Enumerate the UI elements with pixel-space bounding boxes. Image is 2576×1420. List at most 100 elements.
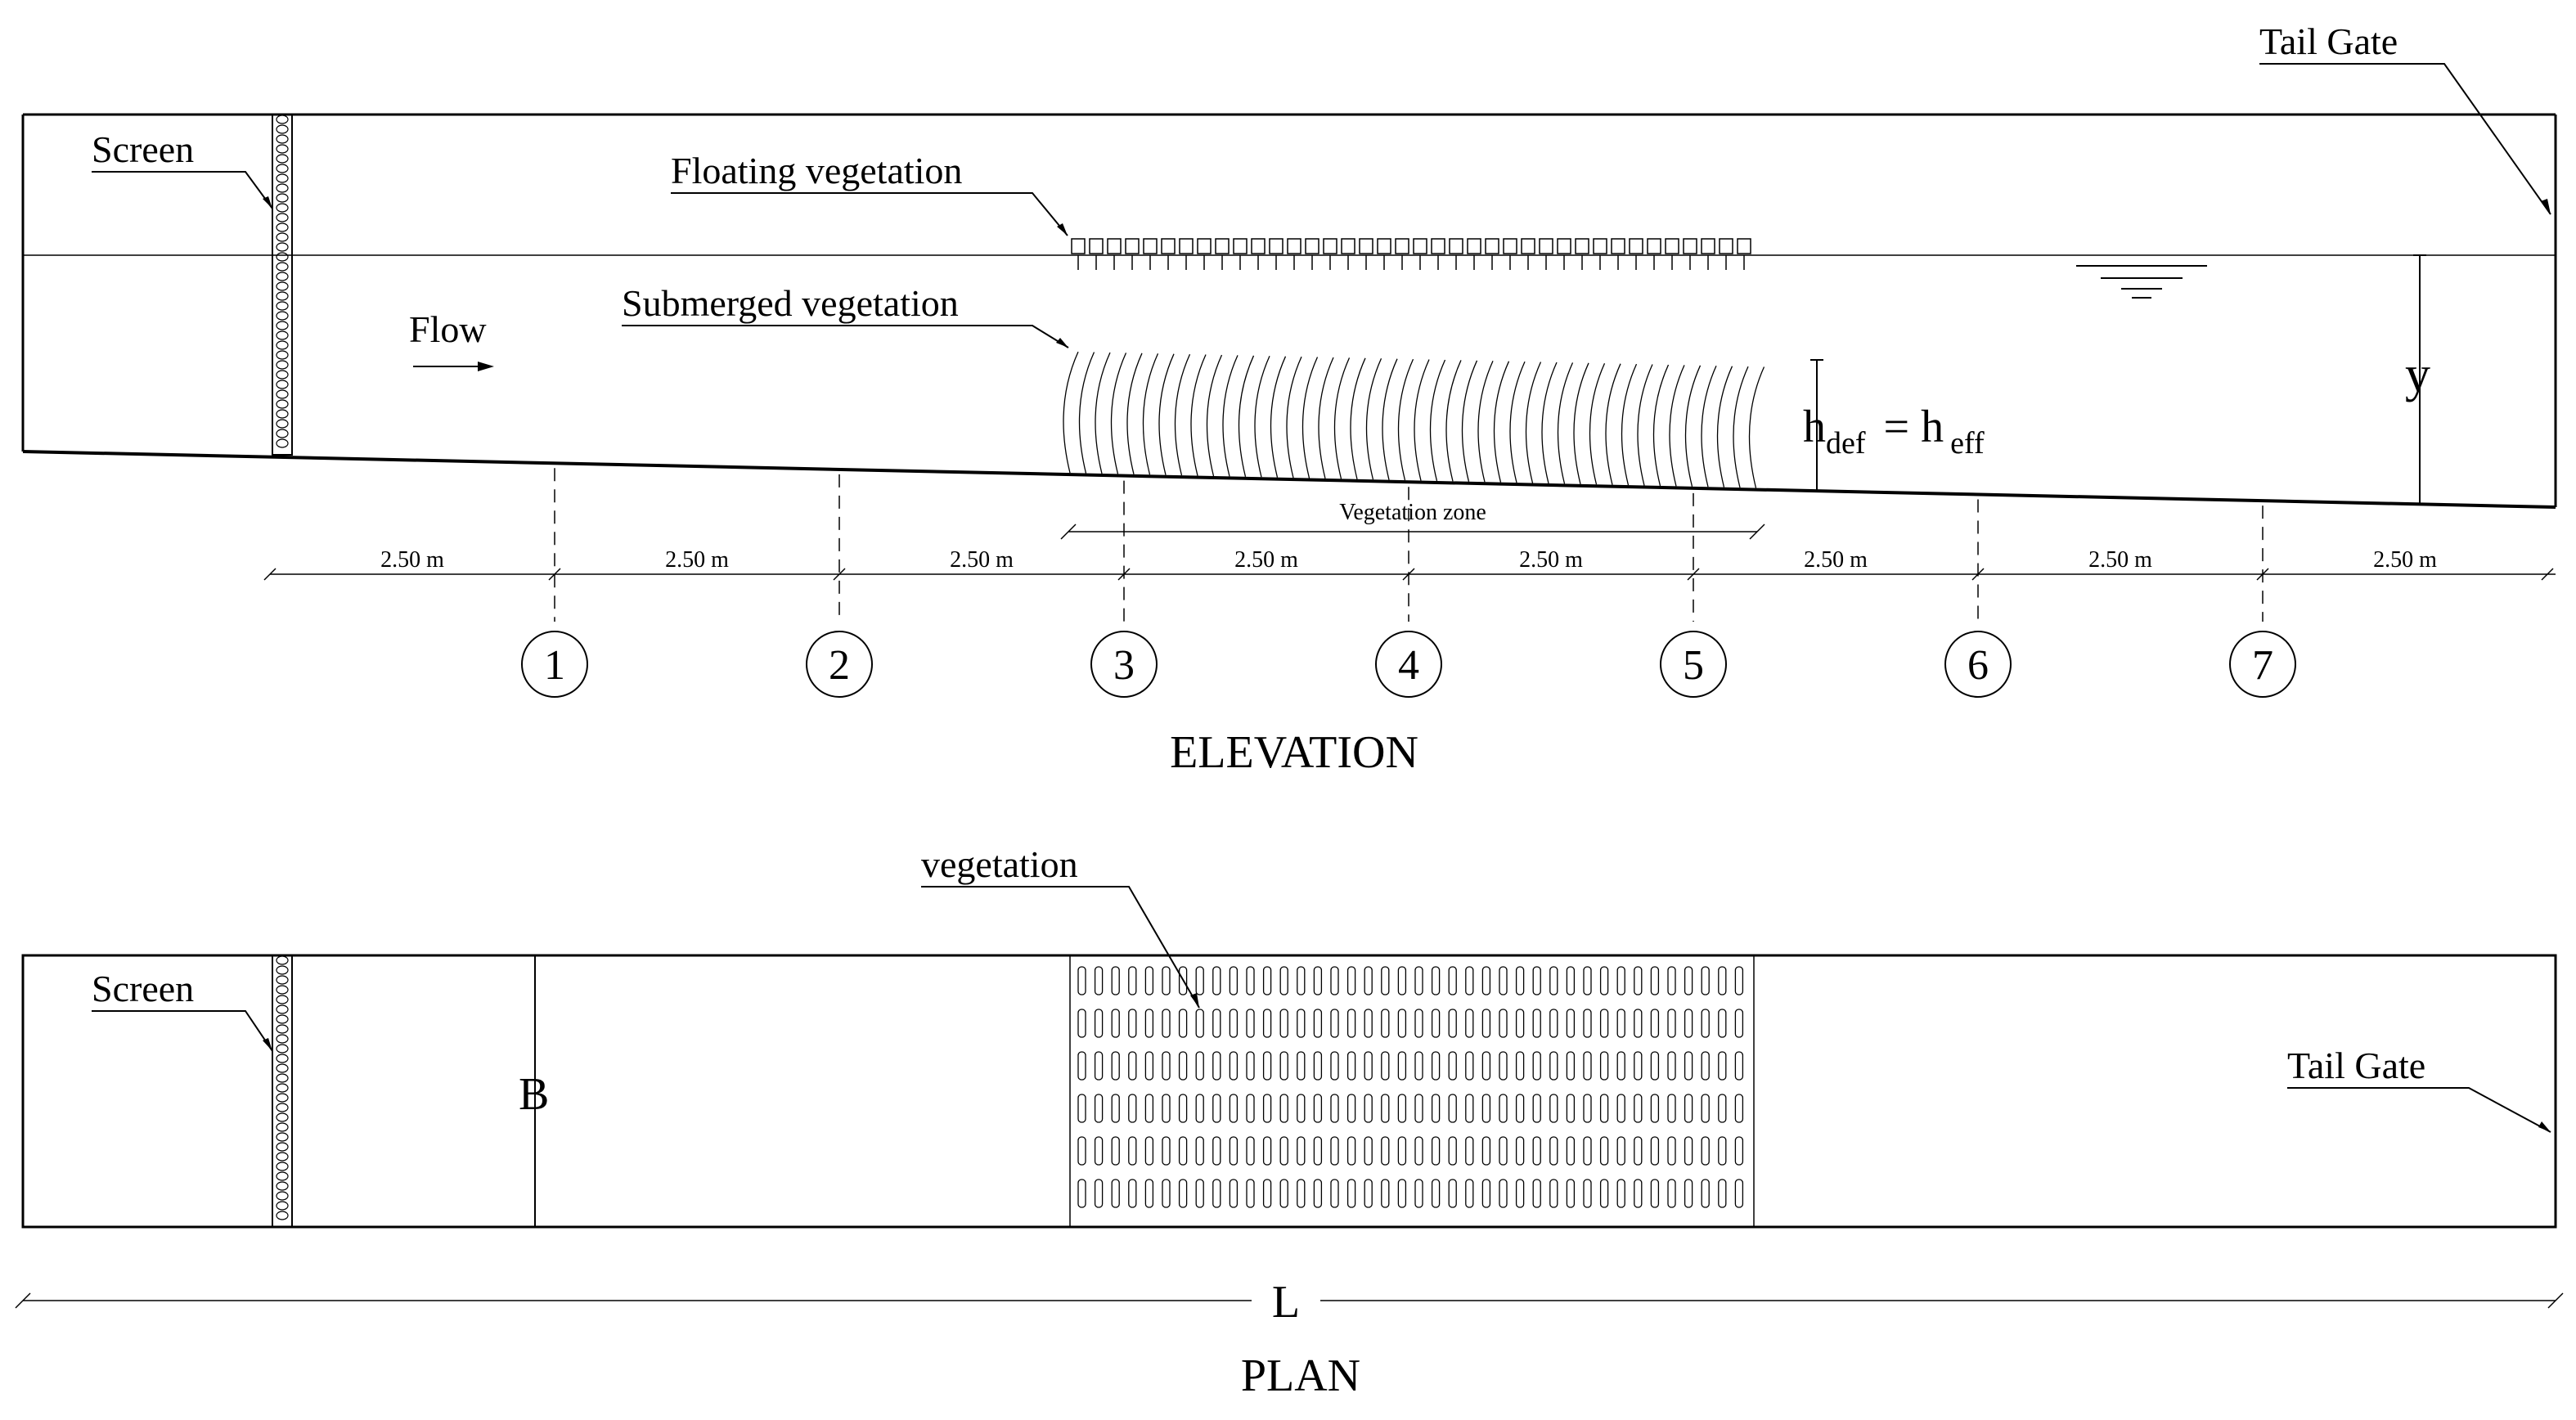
vegetation-stem [1381, 1094, 1390, 1123]
vegetation-stem [1262, 1009, 1272, 1038]
floating-vegetation-label: Floating vegetation [671, 150, 962, 191]
vegetation-stem [1178, 1136, 1188, 1166]
plan-view: Screen vegetation Tail Gate B L [15, 843, 2564, 1401]
vegetation-stem [1414, 1051, 1423, 1081]
vegetation-stem [1397, 966, 1407, 995]
vegetation-stem [1634, 1051, 1643, 1081]
vegetation-zone-label: Vegetation zone [1339, 500, 1486, 525]
vegetation-stem [1448, 1051, 1457, 1081]
vegetation-stem [1650, 1094, 1660, 1123]
vegetation-stem [1616, 1094, 1625, 1123]
screen-mesh-cell [276, 134, 289, 144]
floating-plant [1503, 238, 1517, 254]
screen-mesh-cell [276, 1073, 289, 1083]
spacing-tick [2541, 568, 2554, 581]
screen-mesh-cell [276, 272, 289, 281]
floating-plant [1089, 238, 1104, 254]
submerged-plant [1477, 360, 1494, 483]
vegetation-stem [1583, 1009, 1592, 1038]
vegetation-stem [1229, 1009, 1239, 1038]
screen-mesh-cell [276, 370, 289, 380]
spacing-label: 2.50 m [2088, 547, 2152, 573]
floating-plant [1359, 238, 1373, 254]
vegetation-stem [1246, 1179, 1255, 1208]
vegetation-stem [1701, 1179, 1710, 1208]
submerged-plant [1270, 356, 1287, 478]
vegetation-stem [1178, 1051, 1188, 1081]
screen-mesh-cell [276, 1024, 289, 1034]
vegetation-stem [1094, 1179, 1104, 1208]
submerged-plant [1589, 362, 1606, 485]
floating-plant [1701, 238, 1715, 254]
vegetation-stem [1583, 1051, 1592, 1081]
vegetation-stem [1313, 1094, 1323, 1123]
vegetation-stem [1532, 966, 1541, 995]
vegetation-stem [1515, 1051, 1525, 1081]
vegetation-stem [1515, 1009, 1525, 1038]
vegetation-stem [1566, 1136, 1576, 1166]
vegetation-stem [1431, 1094, 1441, 1123]
screen-mesh-cell [276, 330, 289, 340]
vegetation-stem [1279, 966, 1288, 995]
submerged-plant [1621, 363, 1638, 486]
submerged-plant [1350, 357, 1366, 479]
vegetation-stem [1616, 966, 1625, 995]
spacing-label: 2.50 m [2373, 547, 2437, 573]
section-marker-label: 5 [1683, 642, 1704, 689]
vegetation-stem [1599, 966, 1609, 995]
vegetation-stem [1162, 966, 1171, 995]
floating-plant [1179, 238, 1194, 254]
screen-mesh-cell [276, 173, 289, 183]
submerged-plant [1254, 355, 1270, 478]
vegetation-stem [1499, 966, 1508, 995]
vegetation-stem [1162, 1136, 1171, 1166]
vegetation-stem [1718, 1179, 1727, 1208]
vegetation-stem [1667, 1094, 1676, 1123]
vegetation-stem [1229, 966, 1239, 995]
vegetation-stem [1515, 966, 1525, 995]
submerged-plant [1414, 359, 1430, 481]
vegetation-stem [1549, 1009, 1558, 1038]
vegetation-stem [1532, 1136, 1541, 1166]
vegetation-stem [1634, 1136, 1643, 1166]
floating-plant [1215, 238, 1230, 254]
floating-plant [1737, 238, 1751, 254]
floating-plant [1629, 238, 1643, 254]
vegetation-stem [1532, 1179, 1541, 1208]
floating-plant [1665, 238, 1679, 254]
submerged-plant [1158, 353, 1175, 475]
vegetation-stem [1381, 1009, 1390, 1038]
screen-mesh-cell [276, 164, 289, 173]
screen-mesh-cell [276, 965, 289, 975]
vegetation-stem [1616, 1051, 1625, 1081]
submerged-plant [1716, 366, 1733, 488]
submerged-plant [1301, 357, 1319, 479]
elevation-view: Tail Gate Screen Floating vegetation Sub… [21, 20, 2557, 778]
vegetation-stem [1313, 1051, 1323, 1081]
spacing-label: 2.50 m [1804, 547, 1868, 573]
vegetation-stem [1094, 1009, 1104, 1038]
screen-mesh-cell [276, 995, 289, 1004]
section-lines [554, 468, 2264, 622]
screen-mesh-cell [276, 144, 289, 154]
vegetation-stem [1701, 1094, 1710, 1123]
section-marker-circle [1660, 631, 1727, 698]
vegetation-stem [1346, 1009, 1356, 1038]
vegetation-stem [1566, 966, 1576, 995]
vegetation-stem [1094, 1094, 1104, 1123]
vegetation-stem [1448, 1136, 1457, 1166]
vegetation-stem [1330, 1009, 1339, 1038]
floating-plant [1647, 238, 1661, 254]
screen-mesh-cell [276, 399, 289, 409]
vegetation-stem [1667, 966, 1676, 995]
floating-plant [1611, 238, 1625, 254]
vegetation-stem [1162, 1051, 1171, 1081]
screen-mesh-cell [276, 985, 289, 995]
screen-plan [272, 955, 293, 1228]
vegetation-stem [1094, 1136, 1104, 1166]
vegetation-stem [1330, 966, 1339, 995]
screen-mesh-cell [276, 1211, 289, 1220]
vegetation-stem [1077, 1009, 1086, 1038]
submerged-plant [1748, 366, 1765, 488]
vegetation-stem [1431, 1051, 1441, 1081]
